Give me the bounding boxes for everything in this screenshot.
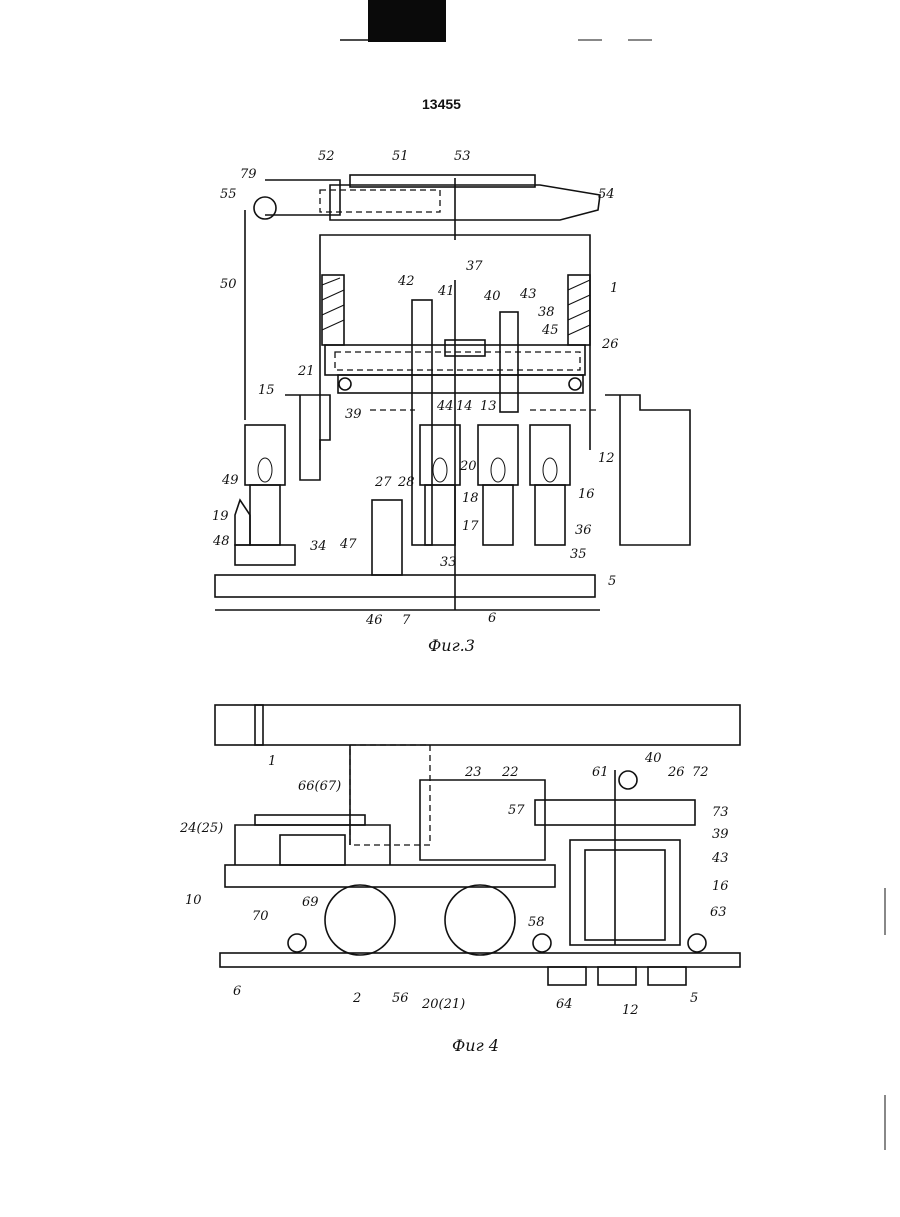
ref-label: 39 — [712, 827, 729, 842]
ref-label: 5 — [690, 991, 698, 1006]
ref-label: 56 — [392, 991, 409, 1006]
ref-label: 43 — [711, 851, 729, 866]
ref-label: 63 — [710, 905, 727, 920]
figure-4-caption: Фиг 4 — [452, 1036, 499, 1055]
ref-label: 16 — [712, 879, 729, 894]
ref-label: 10 — [185, 893, 202, 908]
ref-label: 1 — [268, 754, 276, 769]
ref-label: 23 — [464, 765, 482, 780]
ref-label: 73 — [712, 805, 729, 820]
ref-label: 20(21) — [421, 997, 465, 1012]
ref-label: 69 — [302, 895, 319, 910]
ref-label: 40 — [644, 751, 662, 766]
ref-label: 24(25) — [179, 821, 223, 836]
ref-label: 66(67) — [298, 779, 341, 794]
ref-label: 58 — [528, 915, 545, 930]
ref-label: 70 — [252, 909, 269, 924]
ref-label: 6 — [233, 984, 241, 999]
ref-label: 2 — [352, 991, 361, 1006]
ref-label: 26 — [667, 765, 685, 780]
ref-label: 22 — [501, 765, 519, 780]
ref-label: 72 — [692, 765, 709, 780]
ref-label: 64 — [556, 997, 573, 1012]
ref-label: 12 — [622, 1003, 639, 1018]
ref-label: 57 — [508, 803, 525, 818]
ref-label: 61 — [592, 765, 609, 780]
